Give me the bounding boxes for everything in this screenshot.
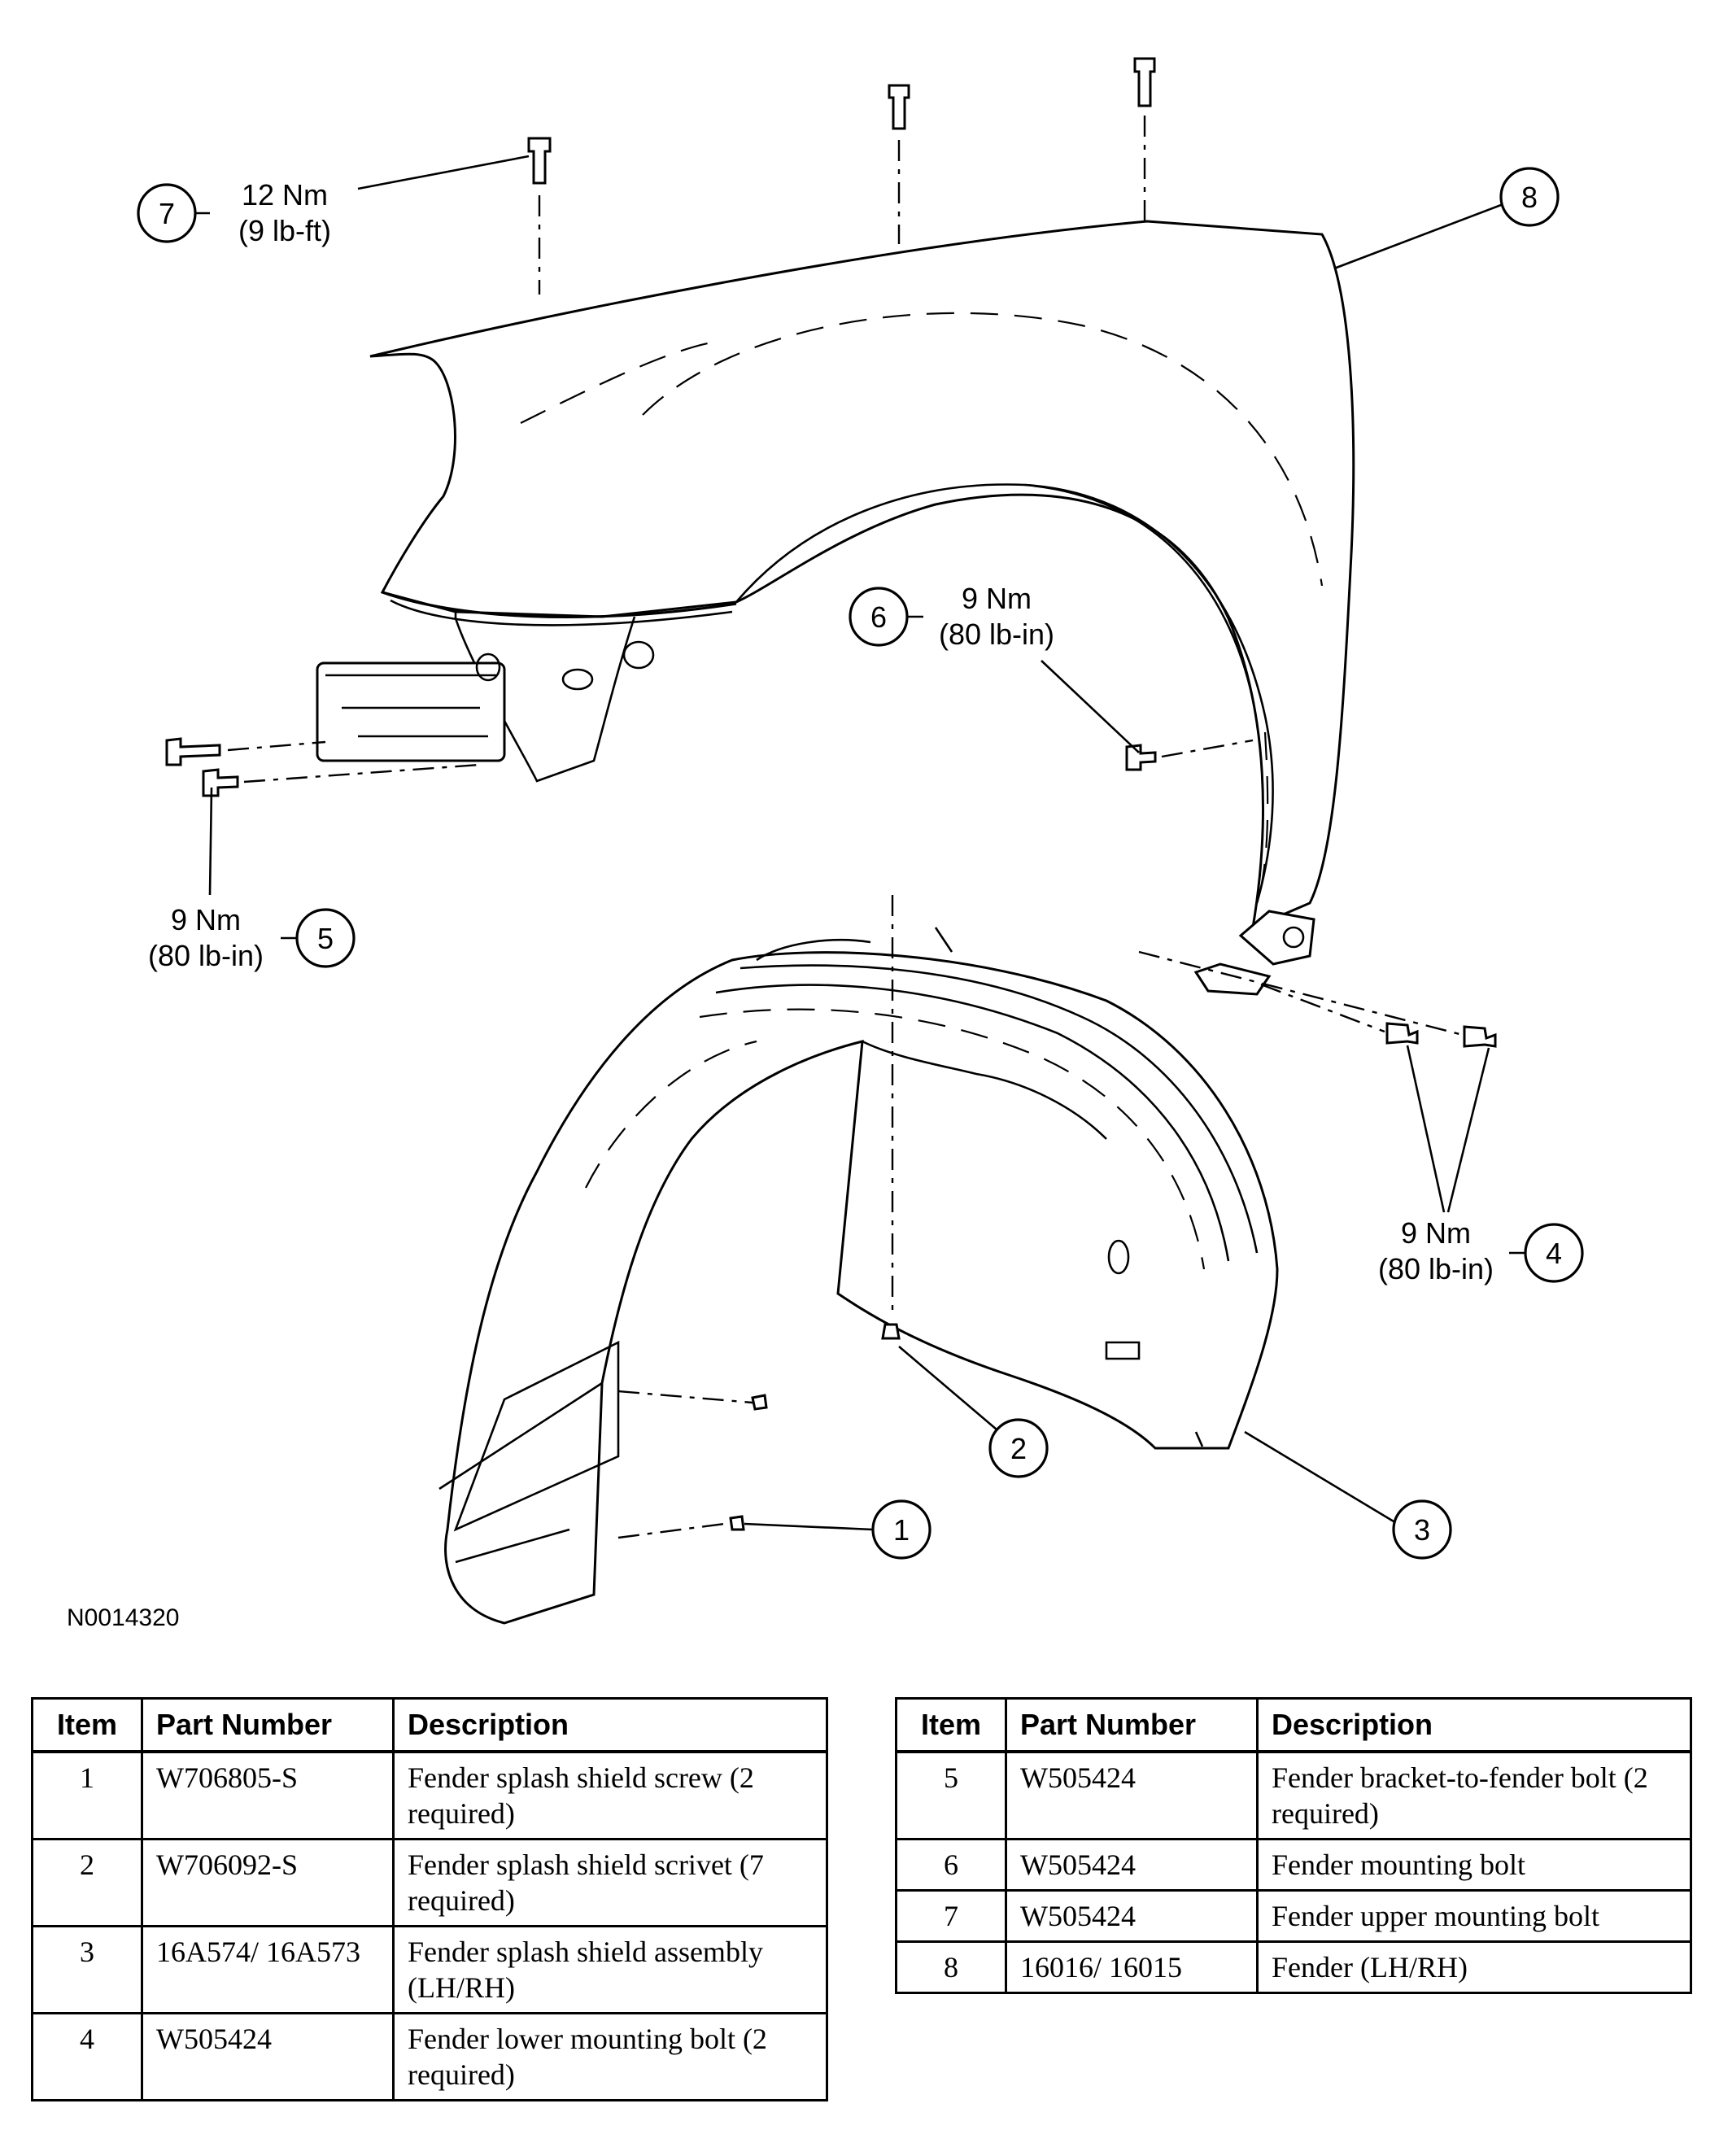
table-row: 3 16A574/ 16A573 Fender splash shield as… bbox=[31, 1925, 828, 2014]
torque-nm: 12 Nm bbox=[242, 178, 328, 212]
table-row: 6 W505424 Fender mounting bolt bbox=[895, 1838, 1692, 1892]
callout-6: 6 9 Nm (80 lb-in) bbox=[849, 582, 1140, 753]
cell-part-number: W505424 bbox=[1005, 1750, 1259, 1840]
callout-circle bbox=[1499, 167, 1560, 227]
cell-description: Fender splash shield assembly (LH/RH) bbox=[392, 1925, 828, 2014]
header-description: Description bbox=[392, 1697, 828, 1753]
table-row: 4 W505424 Fender lower mounting bolt (2 … bbox=[31, 2012, 828, 2101]
callout-5: 5 9 Nm (80 lb-in) bbox=[148, 787, 356, 972]
header-item: Item bbox=[31, 1697, 143, 1753]
torque-nm: 9 Nm bbox=[962, 582, 1032, 615]
torque-imperial: (80 lb-in) bbox=[939, 618, 1054, 651]
torque-imperial: (80 lb-in) bbox=[148, 939, 264, 972]
table-row: 5 W505424 Fender bracket-to-fender bolt … bbox=[895, 1750, 1692, 1840]
cell-item: 4 bbox=[31, 2012, 143, 2101]
table-header-row: Item Part Number Description bbox=[895, 1697, 1692, 1753]
cell-part-number: W505424 bbox=[1005, 1838, 1259, 1892]
cell-part-number: W505424 bbox=[1005, 1889, 1259, 1943]
table-row: 7 W505424 Fender upper mounting bolt bbox=[895, 1889, 1692, 1943]
cell-description: Fender bracket-to-fender bolt (2 require… bbox=[1256, 1750, 1692, 1840]
cell-part-number: W706805-S bbox=[141, 1750, 395, 1840]
callout-number: 4 bbox=[1546, 1237, 1562, 1270]
cell-description: Fender splash shield scrivet (7 required… bbox=[392, 1838, 828, 1927]
callout-number: 7 bbox=[159, 197, 175, 230]
callout-number: 1 bbox=[893, 1513, 910, 1547]
cell-item: 5 bbox=[895, 1750, 1007, 1840]
cell-description: Fender splash shield screw (2 required) bbox=[392, 1750, 828, 1840]
cell-item: 8 bbox=[895, 1940, 1007, 1994]
cell-item: 7 bbox=[895, 1889, 1007, 1943]
table-header-row: Item Part Number Description bbox=[31, 1697, 828, 1753]
callout-4: 4 9 Nm (80 lb-in) bbox=[1378, 1045, 1584, 1285]
torque-nm: 9 Nm bbox=[171, 903, 241, 936]
callout-7: 7 12 Nm (9 lb-ft) bbox=[137, 155, 530, 247]
torque-imperial: (80 lb-in) bbox=[1378, 1252, 1494, 1285]
callout-2: 2 bbox=[898, 1346, 1049, 1478]
table-row: 8 16016/ 16015 Fender (LH/RH) bbox=[895, 1940, 1692, 1994]
cell-description: Fender lower mounting bolt (2 required) bbox=[392, 2012, 828, 2101]
callout-8: 8 bbox=[1333, 167, 1560, 270]
cell-item: 1 bbox=[31, 1750, 143, 1840]
cell-part-number: W706092-S bbox=[141, 1838, 395, 1927]
splash-shield-drawing bbox=[438, 927, 1279, 1625]
cell-item: 2 bbox=[31, 1838, 143, 1927]
callout-number: 2 bbox=[1010, 1432, 1027, 1465]
header-description: Description bbox=[1256, 1697, 1692, 1753]
torque-nm: 9 Nm bbox=[1401, 1216, 1471, 1250]
cell-part-number: 16016/ 16015 bbox=[1005, 1940, 1259, 1994]
cell-item: 3 bbox=[31, 1925, 143, 2014]
torque-imperial: (9 lb-ft) bbox=[238, 214, 331, 247]
cell-description: Fender upper mounting bolt bbox=[1256, 1889, 1692, 1943]
callout-number: 5 bbox=[317, 922, 334, 955]
parts-table-right: Item Part Number Description 5 W505424 F… bbox=[895, 1697, 1692, 1994]
cell-description: Fender mounting bolt bbox=[1256, 1838, 1692, 1892]
header-part-number: Part Number bbox=[1005, 1697, 1259, 1753]
header-part-number: Part Number bbox=[141, 1697, 395, 1753]
callout-number: 8 bbox=[1521, 181, 1538, 214]
callout-circle bbox=[1392, 1499, 1452, 1560]
figure-id: N0014320 bbox=[67, 1604, 179, 1631]
callout-number: 3 bbox=[1414, 1513, 1430, 1547]
exploded-view-diagram: 7 12 Nm (9 lb-ft) 8 6 9 Nm (80 lb-in) 5 … bbox=[67, 57, 1584, 1631]
cell-item: 6 bbox=[895, 1838, 1007, 1892]
table-row: 2 W706092-S Fender splash shield scrivet… bbox=[31, 1838, 828, 1927]
parts-table-left: Item Part Number Description 1 W706805-S… bbox=[31, 1697, 828, 2101]
cell-part-number: 16A574/ 16A573 bbox=[141, 1925, 395, 2014]
cell-description: Fender (LH/RH) bbox=[1256, 1940, 1692, 1994]
header-item: Item bbox=[895, 1697, 1007, 1753]
callout-circle bbox=[988, 1418, 1049, 1478]
fender-drawing bbox=[316, 220, 1355, 996]
callout-3: 3 bbox=[1244, 1430, 1452, 1560]
cell-part-number: W505424 bbox=[141, 2012, 395, 2101]
table-row: 1 W706805-S Fender splash shield screw (… bbox=[31, 1750, 828, 1840]
callout-1: 1 bbox=[744, 1499, 931, 1560]
callout-number: 6 bbox=[870, 600, 887, 634]
